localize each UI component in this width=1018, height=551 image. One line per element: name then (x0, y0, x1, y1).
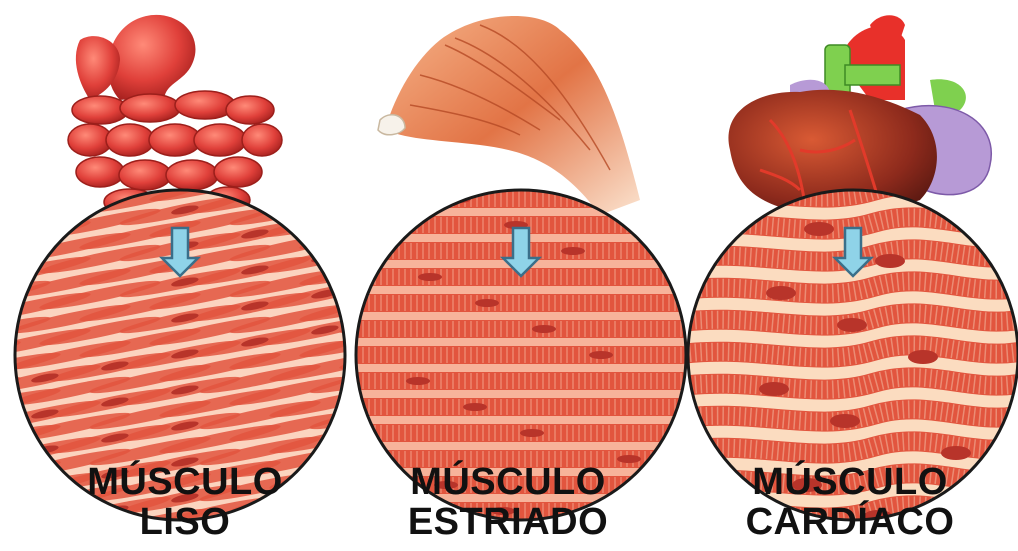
cell-nucleus (463, 403, 487, 411)
striated-fiber (351, 346, 691, 364)
cell-nucleus (837, 318, 867, 332)
cell-nucleus (561, 247, 585, 255)
cell-nucleus (418, 273, 442, 281)
smooth-fiber (0, 168, 52, 206)
cell-nucleus (830, 414, 860, 428)
cell-nucleus (475, 299, 499, 307)
smooth-fiber (258, 168, 382, 206)
striated-fiber (351, 190, 691, 208)
cell-nucleus (875, 254, 905, 268)
label-title: MÚSCULO (358, 462, 658, 502)
label-subtitle: ESTRIADO (358, 502, 658, 542)
smooth-fiber (0, 228, 22, 266)
label-title: MÚSCULO (700, 462, 1000, 502)
cell-nucleus (406, 377, 430, 385)
striated-fiber (351, 398, 691, 416)
smooth-fiber (0, 264, 22, 302)
cell-nucleus (520, 429, 544, 437)
label-title: MÚSCULO (35, 462, 335, 502)
cardiac-fiber (673, 345, 1018, 357)
label-smooth-muscle: MÚSCULO LISO (35, 462, 335, 542)
smooth-fiber (0, 408, 22, 446)
cell-nucleus (908, 350, 938, 364)
cell-nucleus (310, 216, 339, 229)
label-subtitle: LISO (35, 502, 335, 542)
intestine-icon (68, 15, 282, 218)
cell-nucleus (0, 180, 9, 193)
label-subtitle: CARDÍACO (700, 502, 1000, 542)
cardiac-fiber (673, 281, 1018, 293)
striated-fiber (351, 294, 691, 312)
smooth-fiber (298, 180, 422, 218)
smooth-fiber (0, 204, 52, 242)
cell-nucleus (941, 446, 971, 460)
striated-fiber (351, 320, 691, 338)
cell-nucleus (532, 325, 556, 333)
label-cardiac-muscle: MÚSCULO CARDÍACO (700, 462, 1000, 542)
cell-nucleus (589, 351, 613, 359)
striated-fiber (351, 372, 691, 390)
cell-nucleus (759, 382, 789, 396)
smooth-fiber (0, 444, 22, 482)
cardiac-fiber (673, 377, 1018, 389)
heart-icon (728, 15, 991, 214)
cell-nucleus (0, 252, 9, 265)
cell-nucleus (0, 216, 9, 229)
cell-nucleus (310, 180, 339, 193)
cell-nucleus (0, 288, 9, 301)
cell-nucleus (766, 286, 796, 300)
smooth-fiber (0, 192, 22, 230)
smooth-fiber (0, 480, 22, 518)
cell-nucleus (804, 222, 834, 236)
label-striated-muscle: MÚSCULO ESTRIADO (358, 462, 658, 542)
smooth-fiber (0, 180, 92, 218)
arm-muscle-icon (378, 16, 640, 215)
cell-nucleus (0, 324, 9, 337)
